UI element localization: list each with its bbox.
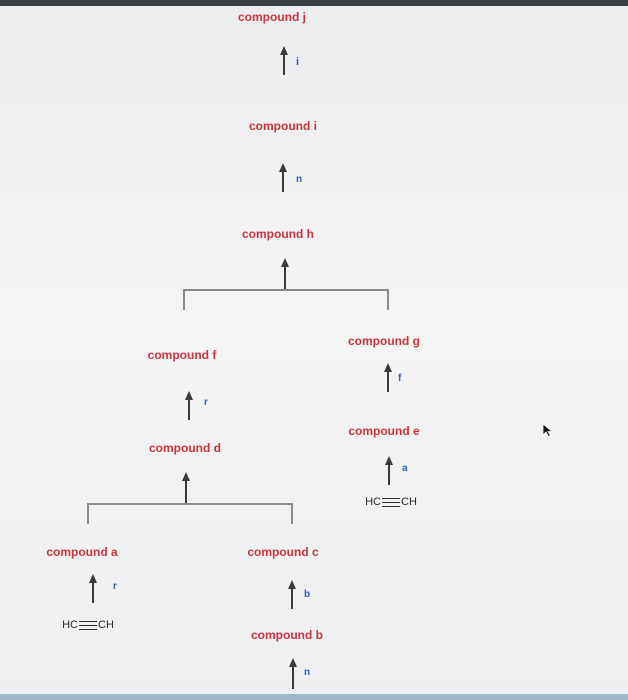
compound-d-label: compound d — [149, 441, 221, 455]
acetylene-left-hc: HC — [62, 619, 78, 631]
triple-bond-icon — [79, 620, 97, 630]
acetylene-right-hc: HC — [365, 496, 381, 508]
acetylene-left-ch: CH — [98, 619, 114, 631]
compound-j-label: compound j — [238, 10, 306, 24]
triple-bond-icon — [382, 497, 400, 507]
up-arrow-icon — [287, 580, 297, 609]
up-arrow-icon — [384, 456, 394, 485]
mouse-cursor-icon — [542, 423, 554, 437]
convergent-bracket-h — [183, 289, 389, 310]
reagent-n-label: n — [304, 667, 311, 678]
compound-h-label: compound h — [242, 227, 314, 241]
convergent-bracket-d — [87, 503, 293, 524]
compound-b-label: compound b — [251, 628, 323, 642]
up-arrow-icon — [278, 163, 288, 192]
up-arrow-icon — [288, 658, 298, 689]
compound-f-label: compound f — [147, 348, 217, 362]
compound-g-label: compound g — [348, 334, 420, 348]
acetylene-right-ch: CH — [401, 496, 417, 508]
acetylene-right: HC CH — [365, 496, 417, 508]
compound-i-label: compound i — [249, 119, 317, 133]
up-arrow-icon — [181, 472, 191, 505]
up-arrow-icon — [280, 258, 290, 289]
up-arrow-icon — [383, 363, 393, 392]
up-arrow-icon — [88, 574, 98, 603]
up-arrow-icon — [279, 46, 289, 75]
reagent-r-label: r — [113, 581, 117, 592]
acetylene-left: HC CH — [62, 619, 114, 631]
reagent-b-label: b — [304, 589, 311, 600]
reagent-f-label: f — [398, 373, 402, 384]
reagent-r-label: r — [204, 397, 208, 408]
compound-a-label: compound a — [46, 545, 118, 559]
reagent-a-label: a — [402, 463, 408, 474]
compound-c-label: compound c — [247, 545, 319, 559]
compound-e-label: compound e — [348, 424, 420, 438]
up-arrow-icon — [184, 391, 194, 420]
reagent-i-label: i — [296, 56, 300, 68]
bottom-edge-bar — [0, 694, 628, 700]
reagent-n-label: n — [296, 174, 303, 185]
top-edge-bar — [0, 0, 628, 6]
